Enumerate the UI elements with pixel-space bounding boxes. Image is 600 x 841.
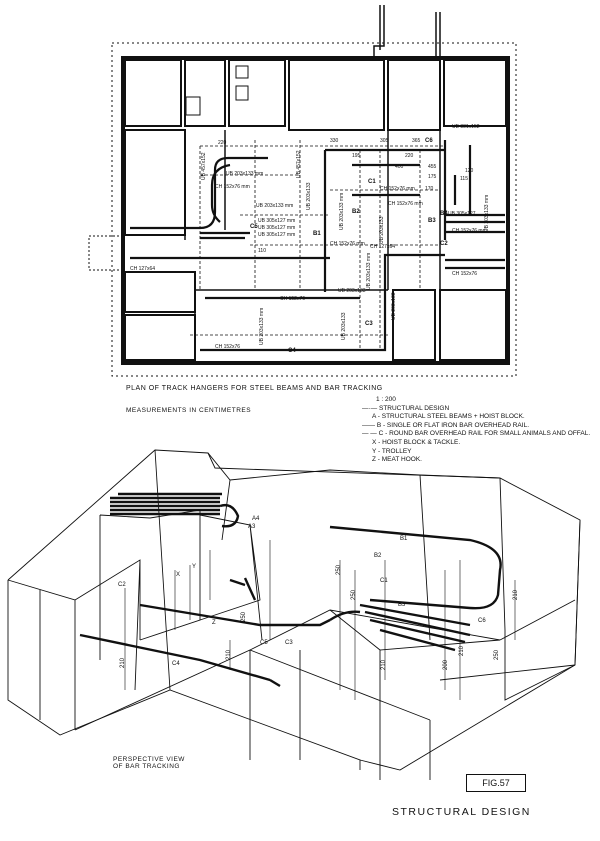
perspective-caption: PERSPECTIVE VIEW OF BAR TRACKING (113, 756, 185, 770)
plan-marker: C2 (440, 241, 448, 247)
plan-marker: C1 (368, 179, 376, 185)
plan-label: UB 381x152 (452, 124, 480, 130)
persp-label: C2 (118, 582, 126, 588)
legend-item: —·— STRUCTURAL DESIGN (362, 404, 450, 412)
plan-label: 110 (258, 248, 266, 254)
plan-label: UB 305x127 mm (258, 232, 295, 238)
plan-label: 365 (412, 138, 421, 144)
measurements-note: MEASUREMENTS IN CENTIMETRES (126, 407, 252, 414)
persp-label: A3 (248, 524, 256, 530)
plan-label: UB 457x152 (296, 150, 302, 178)
plan-marker: C5 (250, 224, 258, 230)
plan-label: UB 457x152 (201, 152, 207, 180)
plan-label: CH 127x64 (370, 244, 395, 250)
perspective-drawing: A4 A3 B1 B2 B3 C1 C2 C3 C4 C5 C6 210 250… (7, 449, 581, 780)
plan-label: UB 305x127 mm (258, 225, 295, 231)
persp-label: Z (212, 620, 216, 626)
plan-marker: B3 (428, 218, 436, 224)
plan-label: UB 203x133 (379, 216, 385, 244)
persp-label: 250 (351, 589, 357, 600)
plan-label: 175 (428, 174, 437, 180)
plan-label: UB 305x127 (448, 211, 476, 217)
plan-label: UB 203x133 mm (226, 171, 263, 177)
legend-item: — — C - ROUND BAR OVERHEAD RAIL FOR SMAL… (362, 430, 591, 438)
persp-label: C3 (285, 640, 293, 646)
plan-label: 220 (405, 153, 414, 159)
plan-label: 170 (425, 186, 434, 192)
persp-label: 210 (381, 659, 387, 670)
plan-label: UB 203x133 mm (366, 253, 372, 290)
plan-label: 120 (465, 168, 474, 174)
plan-label: UB 203x133 (306, 182, 312, 210)
persp-label: B1 (400, 536, 408, 542)
plan-label: CH 152x76 (280, 296, 305, 302)
legend-item: A - STRUCTURAL STEEL BEAMS + HOIST BLOCK… (372, 413, 525, 421)
persp-label: 210 (120, 657, 126, 668)
plan-label: 305 (380, 138, 389, 144)
scale-label: 1 : 200 (376, 396, 396, 403)
plan-label: CH 152x76 mm (215, 184, 250, 190)
persp-label: C1 (380, 578, 388, 584)
persp-label: B3 (398, 602, 406, 608)
page-title: STRUCTURAL DESIGN (392, 806, 531, 818)
plan-label: CH 152x76 (452, 271, 477, 277)
persp-label: B2 (374, 553, 382, 559)
plan-label: CH 152x76 mm (330, 241, 365, 247)
persp-label: 210 (513, 589, 519, 600)
plan-label: UB 203x133 mm (484, 195, 490, 232)
persp-label: 210 (226, 649, 232, 660)
plan-label: UB 305x127 mm (258, 218, 295, 224)
plan-label: 195 (352, 153, 361, 159)
persp-label: X (176, 572, 180, 578)
plan-label: CH 152x76 mm (388, 201, 423, 207)
plan-marker: C6 (425, 138, 433, 144)
legend-item: Z - MEAT HOOK. (372, 456, 422, 464)
plan-label: CH 127x64 (130, 266, 155, 272)
legend-item: X - HOIST BLOCK & TACKLE. (372, 438, 461, 446)
plan-label: 330 (330, 138, 339, 144)
plan-label: UB 203x133 (338, 288, 366, 294)
plan-label: UB 203x133 mm (259, 308, 265, 345)
plan-marker: C3 (365, 321, 373, 327)
plan-label: UB 203x133 (391, 292, 397, 320)
plan-marker: B4 (440, 211, 448, 217)
legend-item: Y - TROLLEY (372, 447, 412, 455)
plan-label: CH 152x76 mm (452, 228, 487, 234)
persp-label: C6 (478, 618, 486, 624)
persp-label: C4 (172, 661, 180, 667)
plan-label: UB 203x133 mm (256, 203, 293, 209)
persp-label: 250 (336, 564, 342, 575)
persp-label: A4 (252, 516, 260, 522)
plan-marker: B1 (313, 231, 321, 237)
plan-caption: PLAN OF TRACK HANGERS FOR STEEL BEAMS AN… (126, 385, 383, 392)
persp-label: 250 (241, 611, 247, 622)
persp-label: 210 (459, 645, 465, 656)
persp-label: 200 (443, 659, 449, 670)
plan-label: 400 (395, 164, 404, 170)
plan-label: UB 203x133 (341, 312, 347, 340)
persp-label: C5 (260, 640, 268, 646)
persp-label: Y (192, 564, 196, 570)
plan-marker: C4 (288, 348, 296, 354)
plan-marker: B2 (352, 209, 360, 215)
figure-number: FIG.57 (466, 774, 526, 792)
plan-label: CH 152x76 mm (380, 186, 415, 192)
plan-label: UB 203x133 mm (339, 193, 345, 230)
plan-label: 455 (428, 164, 437, 170)
floor-plan-drawing: 220 UB 381x152 UB 203x133 mm CH 127x64 U… (88, 5, 517, 377)
persp-label: 250 (494, 649, 500, 660)
legend: 1 : 200 —·— STRUCTURAL DESIGN A - STRUCT… (362, 396, 590, 465)
plan-label: CH 152x76 (215, 344, 240, 350)
plan-label: 115 (460, 176, 468, 182)
legend-item: ―― B - SINGLE OR FLAT IRON BAR OVERHEAD … (362, 421, 529, 429)
plan-label: 220 (218, 140, 227, 146)
